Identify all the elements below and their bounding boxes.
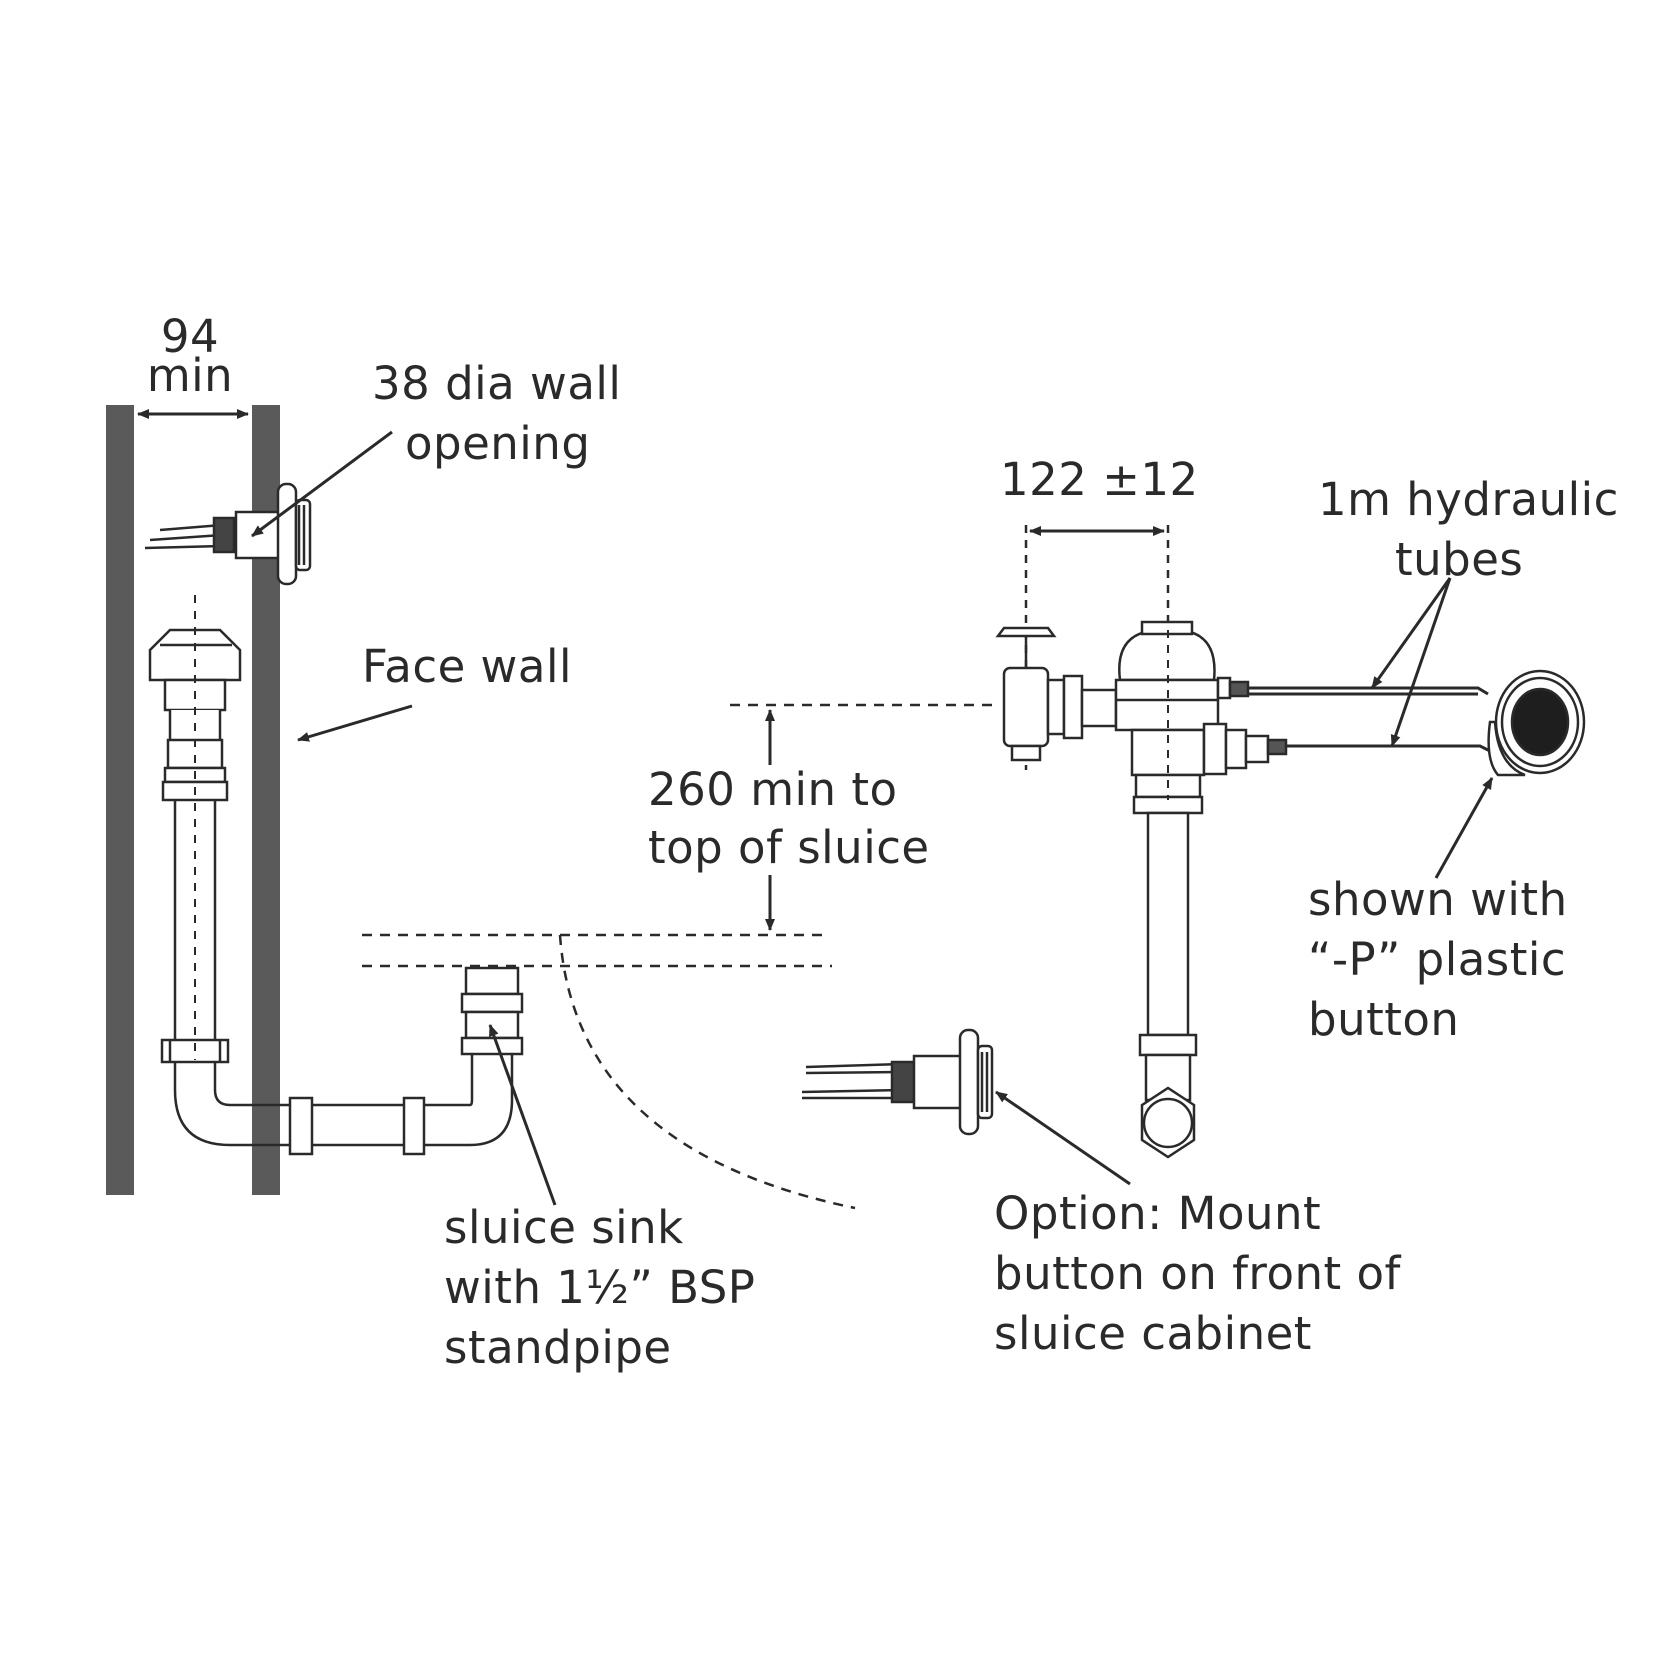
cabinet-button-assembly bbox=[801, 1028, 994, 1136]
height-label-line2: top of sluice bbox=[648, 821, 930, 874]
tubes-label-line2: tubes bbox=[1395, 533, 1524, 586]
back-wall bbox=[106, 405, 134, 1195]
face-wall-label: Face wall bbox=[362, 640, 572, 693]
sink-label-line3: standpipe bbox=[444, 1321, 672, 1374]
wall-button-assembly bbox=[144, 482, 312, 586]
right-flush-valve bbox=[995, 620, 1288, 1159]
wall-opening-label-line1: 38 dia wall bbox=[372, 357, 622, 410]
wall-opening-arrow bbox=[251, 430, 393, 538]
wall-gap-unit: min bbox=[146, 349, 234, 402]
offset-label: 122 ±12 bbox=[1000, 453, 1199, 506]
sink-label-line1: sluice sink bbox=[444, 1201, 684, 1254]
sluice-outline bbox=[362, 703, 1000, 1210]
option-label-line2: button on front of bbox=[994, 1247, 1401, 1300]
option-arrow bbox=[995, 1090, 1131, 1186]
tubes-arrow-lower bbox=[1390, 577, 1452, 747]
left-flush-valve bbox=[148, 628, 242, 1064]
button-note-line3: button bbox=[1308, 993, 1460, 1046]
elbow-pipe bbox=[173, 1052, 514, 1156]
standpipe-arrow bbox=[488, 1024, 557, 1206]
button-arrow bbox=[1434, 777, 1494, 879]
button-note-line1: shown with bbox=[1308, 873, 1568, 926]
push-button bbox=[1487, 669, 1586, 777]
button-note-line2: “-P” plastic bbox=[1308, 933, 1567, 986]
leader-arrows-left bbox=[251, 430, 557, 1206]
tubes-arrow-upper bbox=[1370, 577, 1452, 689]
sink-label-line2: with 1½” BSP bbox=[444, 1261, 756, 1314]
standpipe bbox=[460, 966, 524, 1056]
face-wall-arrow bbox=[297, 704, 413, 742]
wall-opening-label-line2: opening bbox=[405, 417, 591, 470]
height-label-line1: 260 min to bbox=[648, 763, 898, 816]
leader-arrows-right bbox=[995, 577, 1494, 1186]
option-label-line3: sluice cabinet bbox=[994, 1307, 1312, 1360]
wall-gap-value: 94 bbox=[160, 310, 220, 363]
option-label-line1: Option: Mount bbox=[994, 1187, 1322, 1240]
tubes-label-line1: 1m hydraulic bbox=[1318, 473, 1619, 526]
